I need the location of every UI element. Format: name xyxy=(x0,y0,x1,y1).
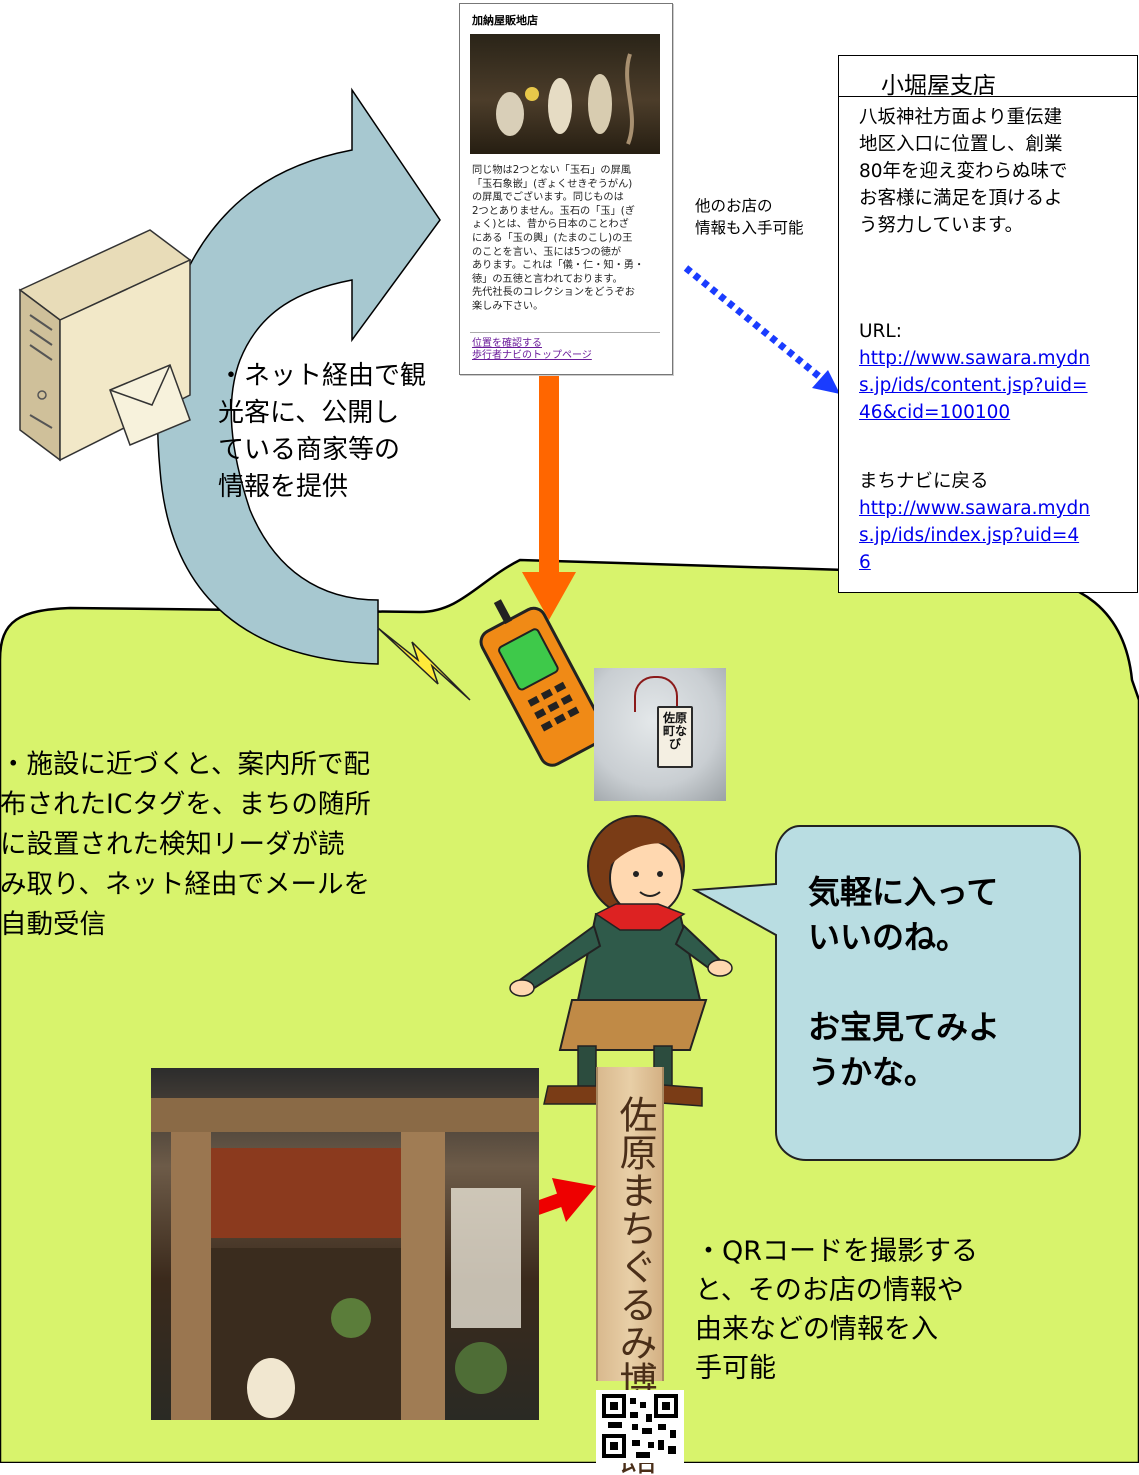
phone-page-title: 加納屋販地店 xyxy=(472,14,538,27)
other-shops-note: 他のお店の 情報も入手可能 xyxy=(695,197,804,237)
shop-info-box: 小堀屋支店 八坂神社方面より重伝建 地区入口に位置し、創業 80年を迎え変わらぬ… xyxy=(838,55,1138,593)
phone-web-page-screenshot: 加納屋販地店 同じ物は2つとない「玉石」の屏風 「玉石象嵌」(ぎょくせきぞうがん… xyxy=(459,3,673,375)
shop-info-header: 小堀屋支店 xyxy=(839,56,1137,99)
phone-page-links[interactable]: 位置を確認する 歩行者ナビのトップページ xyxy=(472,338,592,361)
qr-code-caption: ・QRコードを撮影する と、そのお店の情報や 由来などの情報を入 手可能 xyxy=(695,1236,979,1384)
ic-tag: 佐原 町な び xyxy=(657,706,693,768)
ic-tag-photo: 佐原 町な び xyxy=(594,668,726,801)
ic-tag-label: 佐原 町な び xyxy=(663,711,688,751)
mobile-phone-icon xyxy=(479,599,607,767)
download-arrow xyxy=(522,362,576,620)
walking-girl-icon xyxy=(509,815,733,1107)
phone-page-body: 同じ物は2つとない「玉石」の屏風 「玉石象嵌」(ぎょくせきぞうがん) の屏風でご… xyxy=(472,165,645,312)
museum-signboard: 佐原まちぐるみ博物館 xyxy=(596,1067,664,1475)
back-to-machinavi-link[interactable]: http://www.sawara.mydn s.jp/ids/index.js… xyxy=(859,498,1090,573)
speech-bubble-text: 気軽に入って いいのね。 お宝見てみよ うかな。 xyxy=(808,873,1001,1091)
qr-code-icon xyxy=(596,1390,684,1463)
back-to-machinavi-label: まちナビに戻る xyxy=(859,471,989,492)
shop-info-url-label: URL: xyxy=(859,321,902,342)
lightning-icon xyxy=(377,627,471,701)
shop-entrance-photo xyxy=(151,1068,539,1420)
shop-info-url-link[interactable]: http://www.sawara.mydn s.jp/ids/content.… xyxy=(859,348,1090,423)
phone-page-photo xyxy=(470,34,660,154)
speech-bubble-shape xyxy=(691,825,1081,1161)
server-caption: ・ネット経由で観 光客に、公開し ている商家等の 情報を提供 xyxy=(218,361,427,502)
information-flow-arrow xyxy=(156,87,441,665)
phone-page-divider xyxy=(470,332,660,333)
other-shops-dotted-arrow xyxy=(683,265,840,394)
shop-info-title: 小堀屋支店 xyxy=(881,73,996,99)
shop-info-description: 八坂神社方面より重伝建 地区入口に位置し、創業 80年を迎え変わらぬ味で お客様… xyxy=(859,107,1068,236)
ic-tag-caption: ・施設に近づくと、案内所で配 布されたICタグを、まちの随所 に設置された検知リ… xyxy=(0,749,371,940)
tag-string xyxy=(634,676,678,712)
envelope-icon xyxy=(109,364,191,446)
